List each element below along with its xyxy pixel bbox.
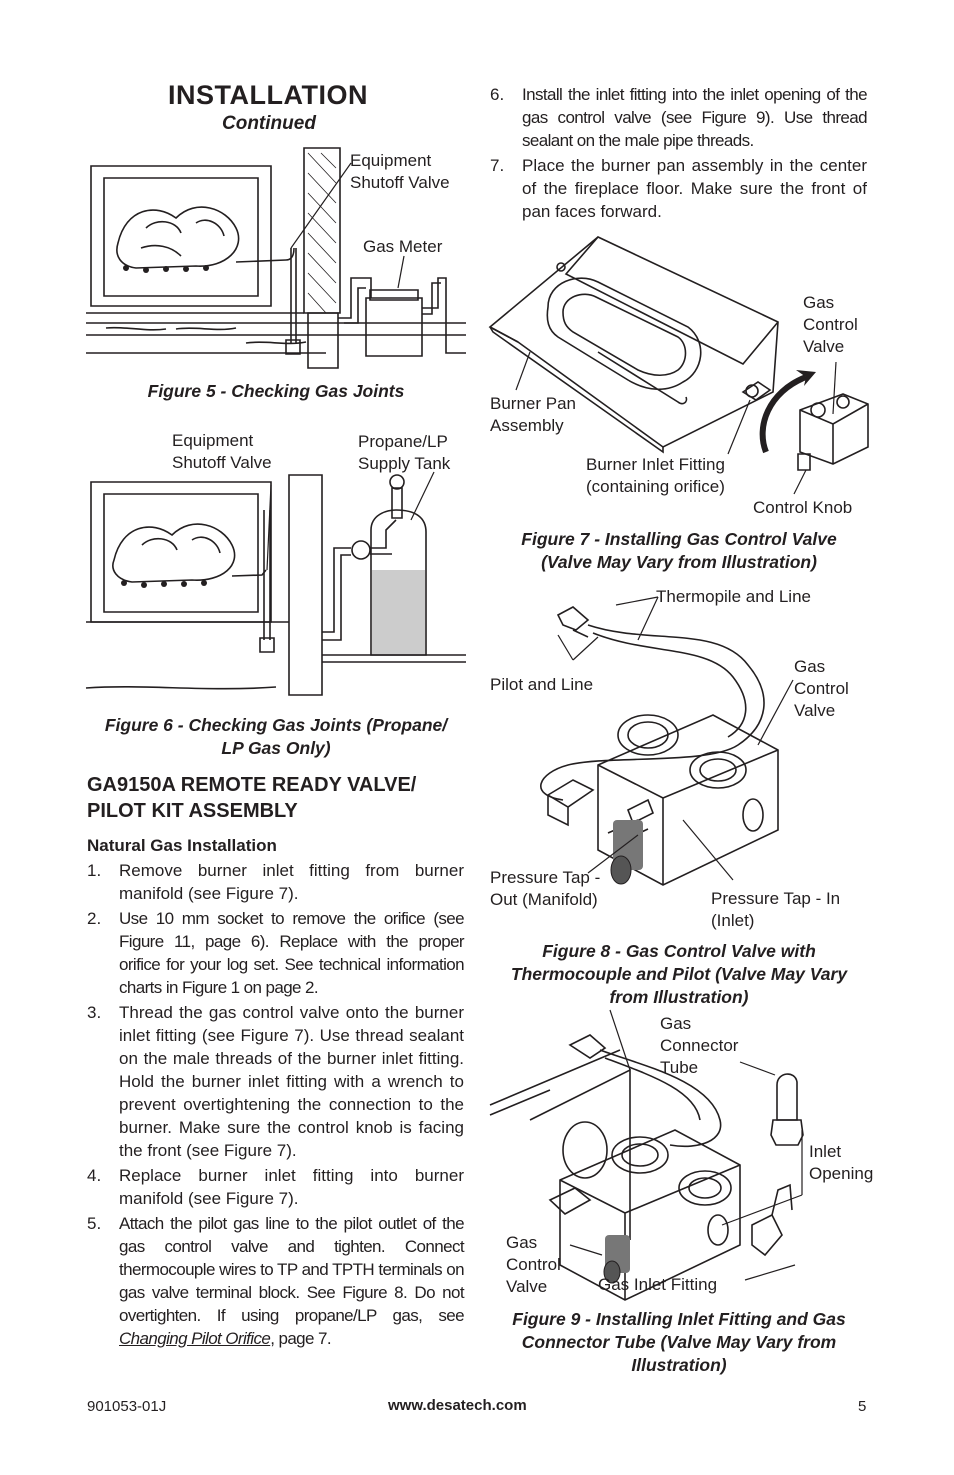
figure-9-label-inlet-fitting: Gas Inlet Fitting <box>598 1275 718 1294</box>
figure-7-label-fitting: Burner Inlet Fitting (containing orifice… <box>586 455 725 496</box>
figure-7-caption: Figure 7 - Installing Gas Control Valve … <box>521 529 837 572</box>
document-code: 901053-01J <box>87 1398 167 1415</box>
step-list-left: 1.Remove burner inlet fitting from burne… <box>87 859 465 1352</box>
step-6: 6.Install the inlet fitting into the inl… <box>490 85 868 150</box>
figure-9-illustration <box>490 1010 880 1305</box>
figure-6-caption: Figure 6 - Checking Gas Joints (Propane/… <box>104 715 448 758</box>
figure-7-drawing <box>488 232 868 482</box>
figure-7-label-pan: Burner Pan Assembly <box>490 394 576 435</box>
figure-6-label-tank: Propane/LP Supply Tank <box>358 432 451 473</box>
step-7: 7.Place the burner pan assembly in the c… <box>490 156 867 221</box>
step-2: 2.Use 10 mm socket to remove the orifice… <box>87 909 465 997</box>
figure-6-drawing <box>86 470 466 700</box>
step-5: 5.Attach the pilot gas line to the pilot… <box>87 1214 465 1348</box>
figure-7-illustration <box>488 232 868 482</box>
figure-5-drawing <box>86 148 466 373</box>
figure-8-illustration <box>488 585 868 915</box>
figure-5-illustration <box>86 148 466 373</box>
figure-8-label-tap-in: Pressure Tap - In (Inlet) <box>711 889 841 930</box>
step-3: 3.Thread the gas control valve onto the … <box>87 1003 464 1160</box>
changing-pilot-orifice-link[interactable]: Changing Pilot Orifice <box>119 1329 271 1348</box>
step-1: 1.Remove burner inlet fitting from burne… <box>87 861 464 903</box>
figure-8-label-pilot: Pilot and Line <box>490 675 594 694</box>
figure-9-label-tube: Gas Connector Tube <box>660 1014 739 1077</box>
figure-8-drawing <box>488 585 868 915</box>
page-number: 5 <box>858 1398 867 1415</box>
footer-url: www.desatech.com <box>388 1397 527 1414</box>
figure-7-label-valve: Gas Control Valve <box>803 293 858 356</box>
figure-9-drawing <box>490 1010 880 1305</box>
figure-8-caption: Figure 8 - Gas Control Valve with Thermo… <box>510 941 848 1007</box>
figure-8-label-thermopile: Thermopile and Line <box>656 587 811 606</box>
figure-6-label-shutoff: Equipment Shutoff Valve <box>172 431 272 472</box>
figure-5-label-meter: Gas Meter <box>363 237 443 256</box>
section-subtitle: Natural Gas Installation <box>87 836 277 855</box>
page-subtitle: Continued <box>222 113 316 134</box>
step-4: 4.Replace burner inlet fitting into burn… <box>87 1166 464 1208</box>
figure-7-label-knob: Control Knob <box>753 498 853 517</box>
page-title: INSTALLATION <box>168 80 368 110</box>
figure-9-label-valve: Gas Control Valve <box>506 1233 561 1296</box>
section-title: GA9150A REMOTE READY VALVE/ PILOT KIT AS… <box>87 774 417 822</box>
step-list-right: 6.Install the inlet fitting into the inl… <box>490 83 868 225</box>
figure-5-caption: Figure 5 - Checking Gas Joints <box>147 381 405 401</box>
figure-8-label-tap-out: Pressure Tap - Out (Manifold) <box>490 868 601 909</box>
figure-6-illustration <box>86 470 466 700</box>
figure-9-caption: Figure 9 - Installing Inlet Fitting and … <box>512 1309 846 1375</box>
figure-5-label-shutoff: Equipment Shutoff Valve <box>350 151 450 192</box>
figure-9-label-inlet: Inlet Opening <box>809 1142 874 1183</box>
figure-8-label-valve: Gas Control Valve <box>794 657 849 720</box>
